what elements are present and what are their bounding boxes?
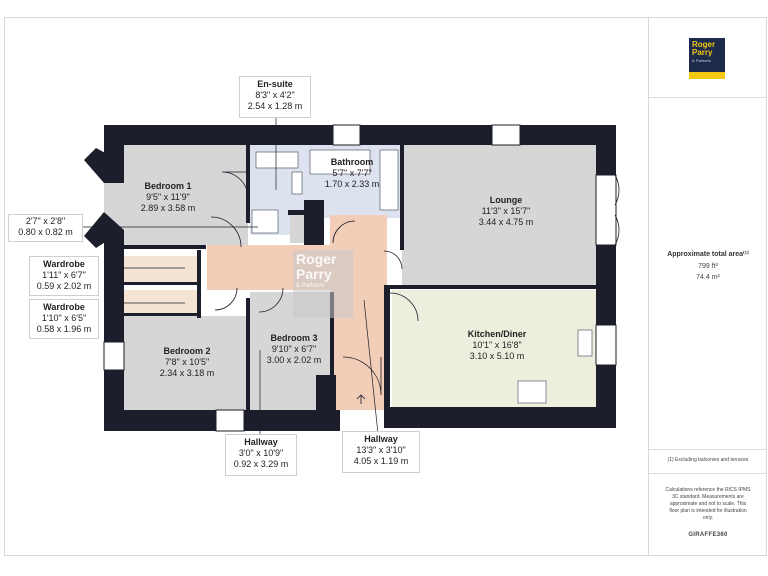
hallway-2-name: Hallway <box>364 434 398 444</box>
wardrobe-2-fill <box>124 290 197 314</box>
bathroom-imperial: 5'7" x 7'7" <box>332 168 372 178</box>
sidebar-divider-2 <box>649 449 767 450</box>
sidebar-divider-3 <box>649 473 767 474</box>
kitchen-fill <box>392 290 598 407</box>
footnote: (1) Excluding balconies and terraces <box>667 457 749 463</box>
bedroom-3-metric: 3.00 x 2.02 m <box>266 355 322 365</box>
lounge-name: Lounge <box>489 195 523 205</box>
disclaimer-line-3: approximate and not to scale. This <box>669 501 747 507</box>
cupboard-metric: 0.80 x 0.82 m <box>18 227 73 237</box>
bedroom-1-metric: 2.89 x 3.58 m <box>140 203 196 213</box>
bedroom-2-name: Bedroom 2 <box>163 346 211 356</box>
page-frame <box>4 17 767 556</box>
bedroom-3-name: Bedroom 3 <box>270 333 318 343</box>
bathroom-metric: 1.70 x 2.33 m <box>324 179 380 189</box>
wardrobe-1-imperial: 1'11" x 6'7" <box>42 270 86 280</box>
disclaimer-line-4: floor plan is intended for illustration <box>669 508 747 514</box>
kitchen-metric: 3.10 x 5.10 m <box>469 351 525 361</box>
wardrobe-2-name: Wardrobe <box>43 302 85 312</box>
bathroom-fixtures <box>251 149 593 404</box>
label-bathroom: Bathroom 5'7" x 7'7" 1.70 x 2.33 m <box>312 157 392 190</box>
bedroom-1-fill <box>124 145 248 245</box>
door-swings <box>210 171 620 396</box>
sidebar-divider-1 <box>649 97 767 98</box>
bedroom-2-fill <box>124 316 248 410</box>
brand-line3: & Partners <box>692 58 711 63</box>
label-hallway-1: Hallway 3'0" x 10'9" 0.92 x 3.29 m <box>225 434 297 476</box>
disclaimer-line-5: only. <box>702 515 714 521</box>
floor-plan <box>83 118 620 435</box>
watermark-text: Roger Parry & Partners <box>296 252 352 290</box>
windows <box>103 124 617 432</box>
kitchen-imperial: 10'1" x 16'8" <box>472 340 522 350</box>
area-title: Approximate total area⁽¹⁾ <box>667 251 749 258</box>
giraffe-logo: GIRAFFE360 <box>688 532 728 538</box>
wardrobe-1-name: Wardrobe <box>43 259 85 269</box>
lounge-imperial: 11'3" x 15'7" <box>481 206 531 216</box>
wardrobe-1-metric: 0.59 x 2.02 m <box>36 281 92 291</box>
label-wardrobe-2: Wardrobe 1'10" x 6'5" 0.58 x 1.96 m <box>29 299 99 339</box>
hallway-2-imperial: 13'3" x 3'10" <box>356 445 406 455</box>
hallway-1-imperial: 3'0" x 10'9" <box>238 448 284 458</box>
wardrobe-1-fill <box>124 256 197 282</box>
wardrobe-2-imperial: 1'10" x 6'5" <box>41 313 87 323</box>
watermark-line1: Roger <box>296 251 337 267</box>
label-cupboard: 2'7" x 2'8" 0.80 x 0.82 m <box>8 214 83 242</box>
ensuite-name: En-suite <box>257 79 293 89</box>
brand-bar <box>689 72 725 79</box>
bedroom-3-imperial: 9'10" x 6'7" <box>271 344 317 354</box>
direction-arrow <box>356 394 366 404</box>
brand-line2: Parry <box>692 48 713 57</box>
label-wardrobe-1: Wardrobe 1'11" x 6'7" 0.59 x 2.02 m <box>29 256 99 296</box>
hallway-1-metric: 0.92 x 3.29 m <box>233 459 289 469</box>
ensuite-metric: 2.54 x 1.28 m <box>247 101 303 111</box>
walls <box>84 125 616 431</box>
bedroom-2-imperial: 7'8" x 10'5" <box>164 357 210 367</box>
wardrobe-2-metric: 0.58 x 1.96 m <box>36 324 92 334</box>
info-sidebar: Roger Parry & Partners Approximate total… <box>648 17 767 556</box>
bedroom-1-name: Bedroom 1 <box>144 181 192 191</box>
brand-line1: Roger <box>692 40 716 49</box>
lounge-fill <box>402 145 598 285</box>
area-sqft: 799 ft² <box>698 263 718 270</box>
label-bedroom-2: Bedroom 2 7'8" x 10'5" 2.34 x 3.18 m <box>142 346 232 379</box>
label-hallway-2: Hallway 13'3" x 3'10" 4.05 x 1.19 m <box>342 431 420 473</box>
disclaimer-line-2: 3C standard. Measurements are <box>672 494 744 500</box>
hallway-2-metric: 4.05 x 1.19 m <box>353 456 409 466</box>
label-bedroom-3: Bedroom 3 9'10" x 6'7" 3.00 x 2.02 m <box>254 333 334 366</box>
label-bedroom-1: Bedroom 1 9'5" x 11'9" 2.89 x 3.58 m <box>123 181 213 214</box>
bathroom-name: Bathroom <box>330 157 374 167</box>
leader-lines <box>83 118 379 435</box>
label-kitchen: Kitchen/Diner 10'1" x 16'8" 3.10 x 5.10 … <box>452 329 542 362</box>
cupboard-imperial: 2'7" x 2'8" <box>25 216 66 226</box>
disclaimer-line-1: Calculations reference the RICS IPMS <box>665 487 751 493</box>
ensuite-imperial: 8'3" x 4'2" <box>255 90 295 100</box>
lounge-metric: 3.44 x 4.75 m <box>478 217 534 227</box>
disclaimer: Calculations reference the RICS IPMS 3C … <box>649 487 767 522</box>
watermark-line2: Parry <box>296 266 332 282</box>
bedroom-2-metric: 2.34 x 3.18 m <box>159 368 215 378</box>
kitchen-name: Kitchen/Diner <box>467 329 527 339</box>
brand-logo: Roger Parry & Partners <box>689 38 725 79</box>
bedroom-1-imperial: 9'5" x 11'9" <box>146 192 190 202</box>
watermark <box>293 250 353 318</box>
label-ensuite: En-suite 8'3" x 4'2" 2.54 x 1.28 m <box>239 76 311 118</box>
watermark-line3: & Partners <box>296 283 325 289</box>
label-lounge: Lounge 11'3" x 15'7" 3.44 x 4.75 m <box>464 195 548 228</box>
hallway-1-name: Hallway <box>244 437 278 447</box>
area-sqm: 74.4 m² <box>696 274 720 281</box>
